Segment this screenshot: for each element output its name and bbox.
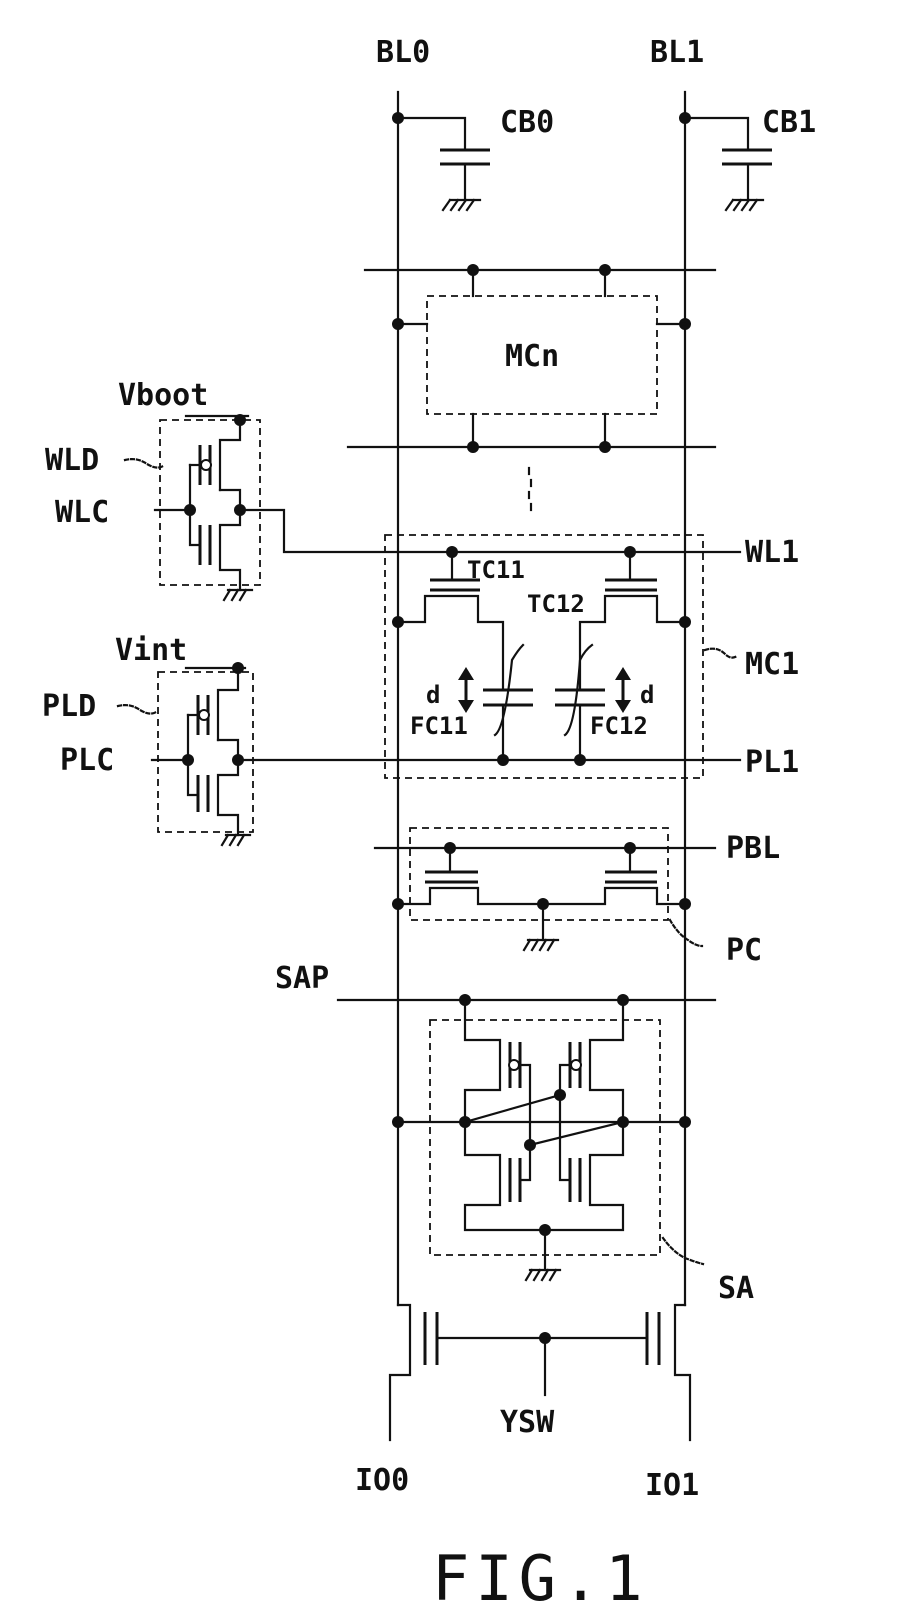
pl1-label: PL1 — [745, 745, 799, 780]
d-right-label: d — [640, 681, 654, 709]
d-arrow-left-icon — [458, 667, 474, 713]
figure-caption: FIG.1 — [432, 1542, 649, 1615]
bit-line-bl1 — [675, 92, 690, 1440]
capacitor-cb0 — [392, 112, 490, 210]
pld-label: PLD — [42, 689, 96, 724]
pbl-label: PBL — [726, 831, 780, 866]
pc-label: PC — [726, 933, 762, 968]
bl0-label: BL0 — [376, 35, 430, 70]
d-left-label: d — [426, 681, 440, 709]
vint-label: Vint — [115, 633, 187, 668]
wld-label: WLD — [45, 443, 99, 478]
cb0-label: CB0 — [500, 105, 554, 140]
ysw-label: YSW — [500, 1405, 555, 1440]
word-line-driver-wld — [125, 414, 398, 600]
memory-cell-mc1 — [385, 535, 740, 778]
sense-amplifier-sa — [338, 994, 715, 1280]
continuation-dots — [529, 468, 531, 510]
column-switch-ysw — [425, 1312, 659, 1395]
mc1-label: MC1 — [745, 647, 799, 682]
tc11-label: TC11 — [467, 556, 525, 584]
wl1-label: WL1 — [745, 535, 799, 570]
wlc-label: WLC — [55, 495, 109, 530]
capacitor-cb1 — [679, 112, 772, 210]
fc12-label: FC12 — [590, 712, 648, 740]
plc-label: PLC — [60, 743, 114, 778]
fc11-label: FC11 — [410, 712, 468, 740]
io0-label: IO0 — [355, 1463, 409, 1498]
d-arrow-right-icon — [615, 667, 631, 713]
sap-label: SAP — [275, 961, 329, 996]
io1-label: IO1 — [645, 1468, 699, 1503]
mcn-label: MCn — [505, 339, 559, 374]
tc12-label: TC12 — [527, 590, 585, 618]
plate-line-driver-pld — [118, 662, 398, 845]
bl1-label: BL1 — [650, 35, 704, 70]
sa-label: SA — [718, 1271, 754, 1306]
bit-line-bl0 — [390, 92, 410, 1440]
precharge-circuit-pc — [375, 828, 715, 950]
vboot-label: Vboot — [118, 378, 208, 413]
cb1-label: CB1 — [762, 105, 816, 140]
